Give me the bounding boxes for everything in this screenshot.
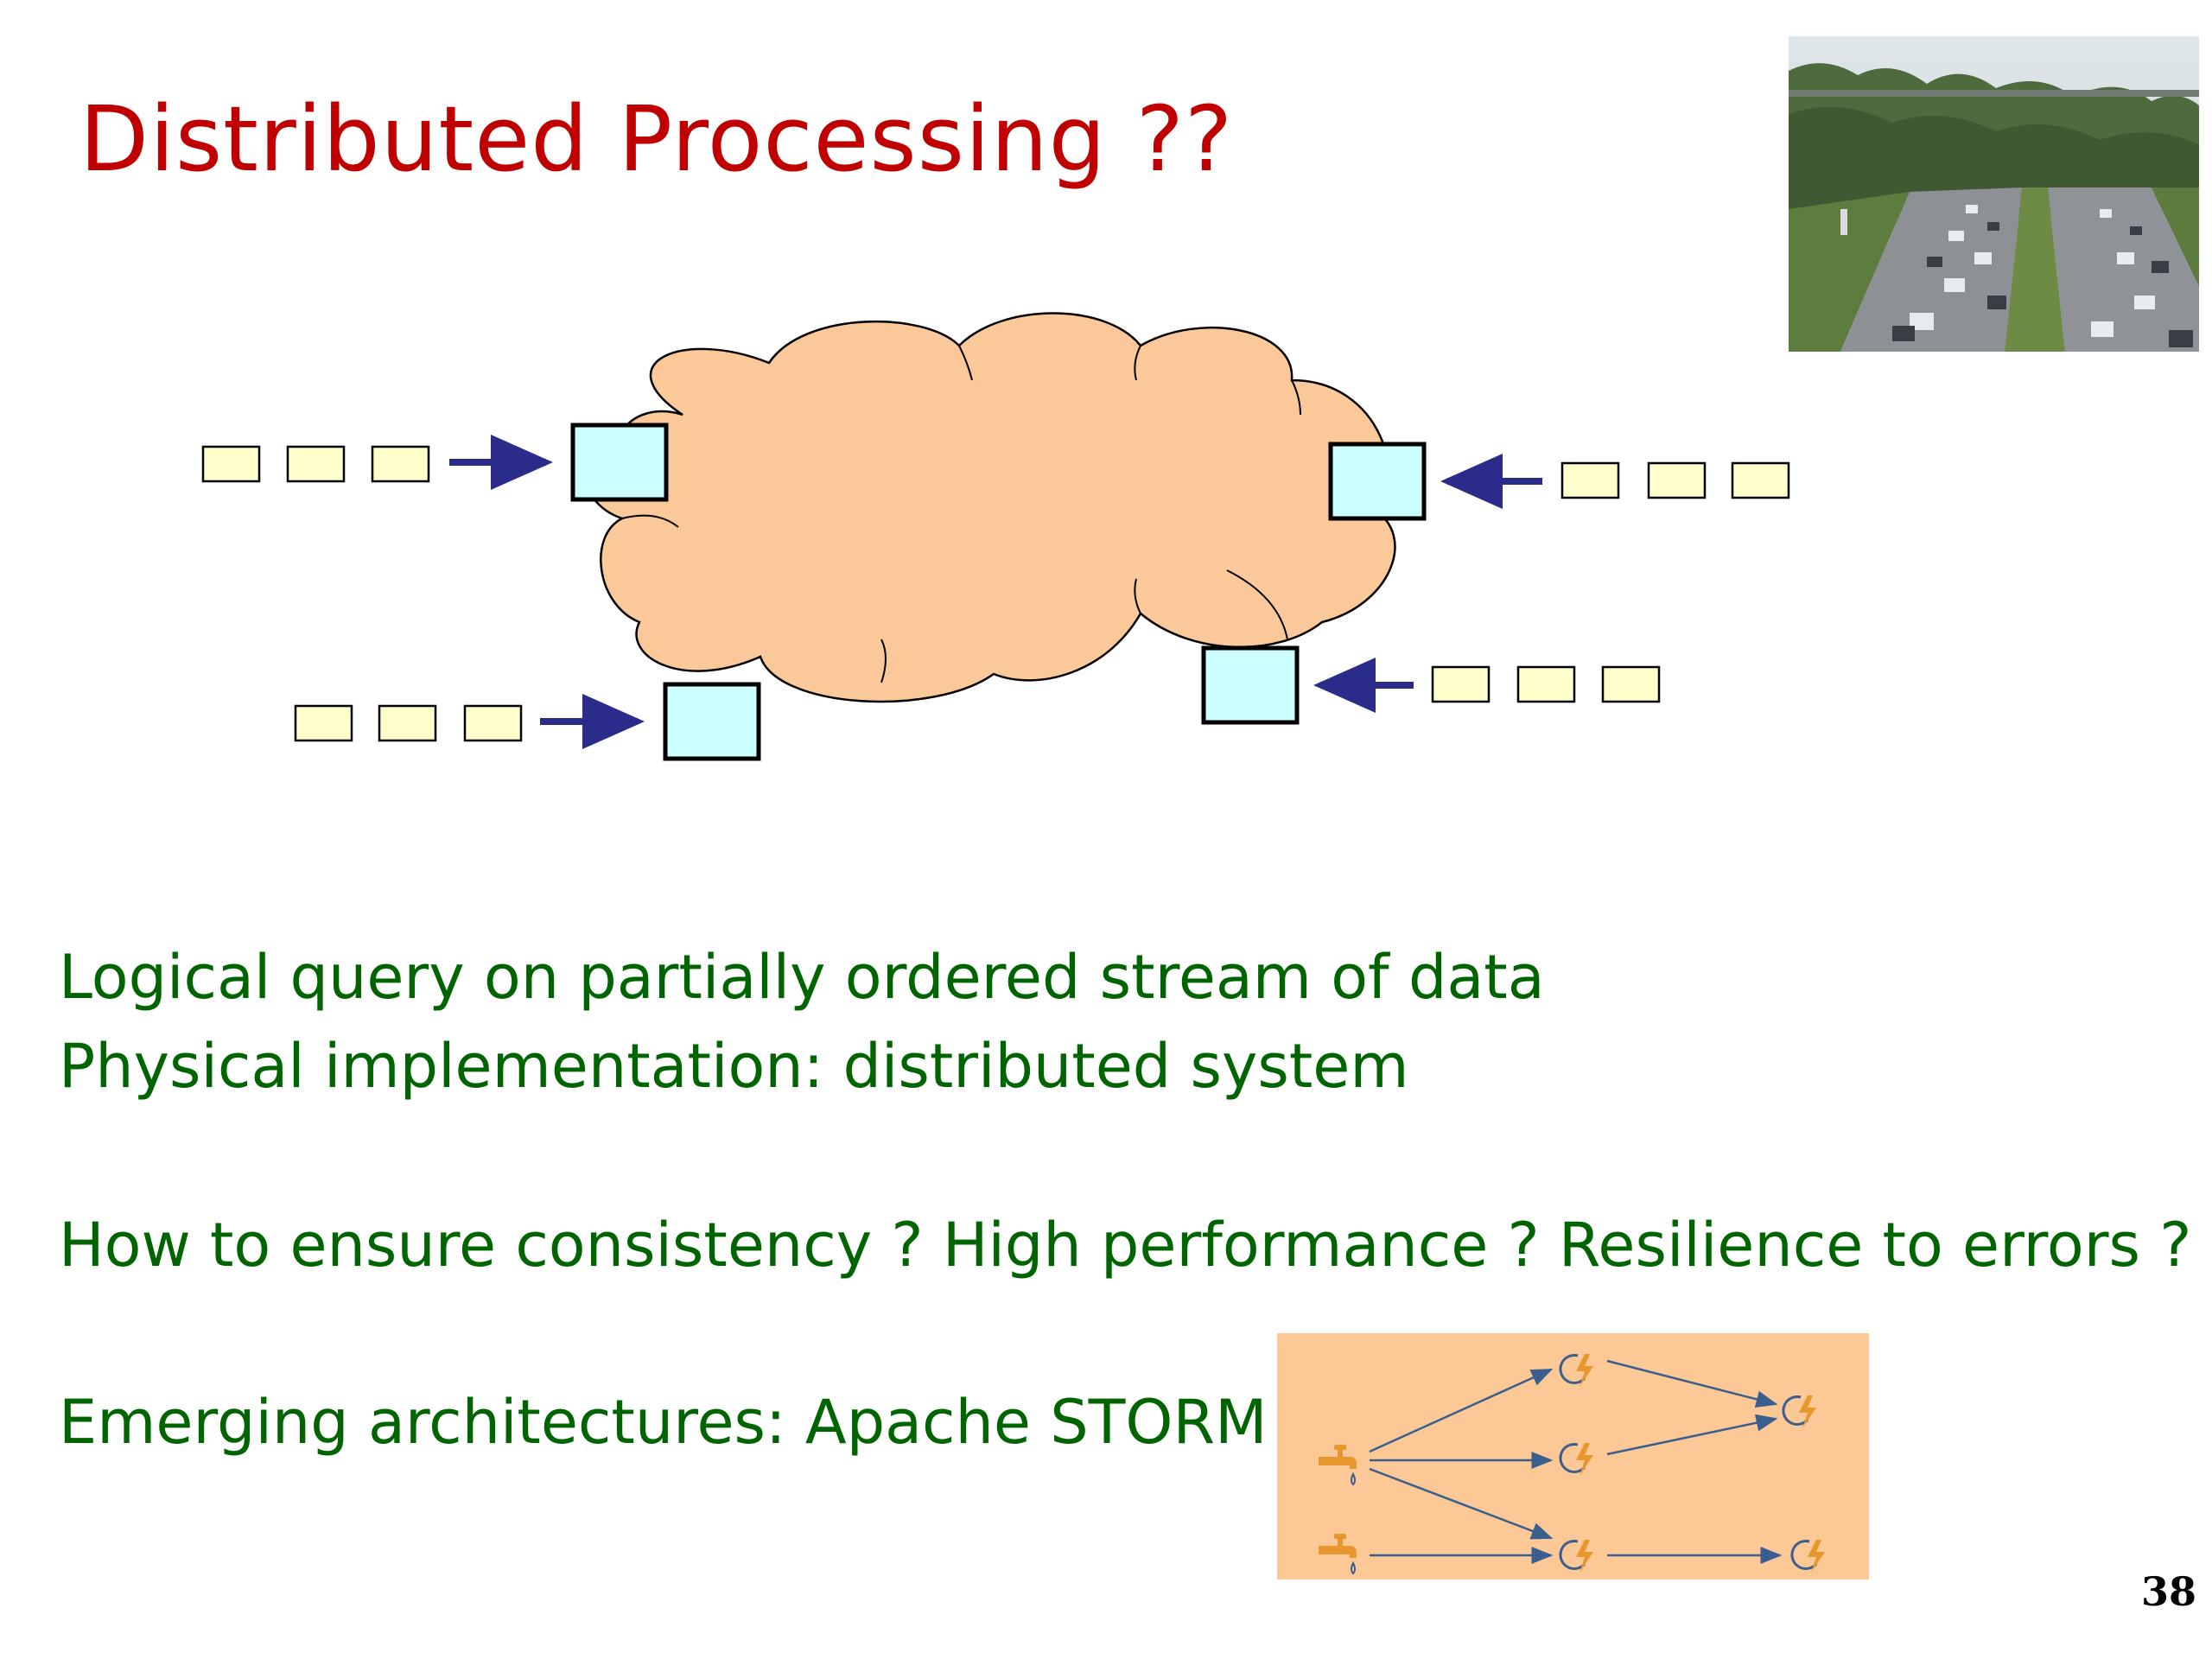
topology-edge: [1606, 1414, 1778, 1456]
bullet-logical-query: Logical query on partially ordered strea…: [59, 942, 1545, 1013]
processing-node: [1328, 442, 1427, 521]
slide-title: Distributed Processing ??: [79, 86, 1234, 192]
data-item: [371, 445, 430, 483]
topology-edge: [1369, 1368, 1554, 1453]
processing-node: [663, 682, 761, 761]
processing-node: [570, 423, 669, 502]
bullet-consistency-question: How to ensure consistency ? High perform…: [59, 1210, 2192, 1281]
stream-top-right: [1328, 442, 1790, 521]
data-item: [1601, 665, 1661, 703]
bullet-physical-implementation: Physical implementation: distributed sys…: [59, 1031, 1409, 1102]
topology-edge: [1606, 1359, 1778, 1408]
processing-node: [1201, 645, 1300, 725]
data-item: [463, 704, 523, 742]
stream-bottom-left: [294, 682, 761, 761]
storm-background: [1277, 1333, 1869, 1580]
stream-top-left: [201, 423, 669, 502]
data-item: [201, 445, 261, 483]
data-item: [1731, 461, 1790, 499]
data-item: [1560, 461, 1620, 499]
stream-bottom-right: [1201, 645, 1661, 725]
data-item: [378, 704, 437, 742]
data-item: [1647, 461, 1707, 499]
page-number: 38: [2140, 1568, 2196, 1615]
data-item: [1431, 665, 1491, 703]
data-item: [294, 704, 353, 742]
bullet-emerging-architectures: Emerging architectures: Apache STORM: [59, 1387, 1268, 1458]
topology-edge: [1369, 1467, 1554, 1540]
cloud: [582, 312, 1396, 703]
data-item: [286, 445, 346, 483]
data-item: [1516, 665, 1576, 703]
